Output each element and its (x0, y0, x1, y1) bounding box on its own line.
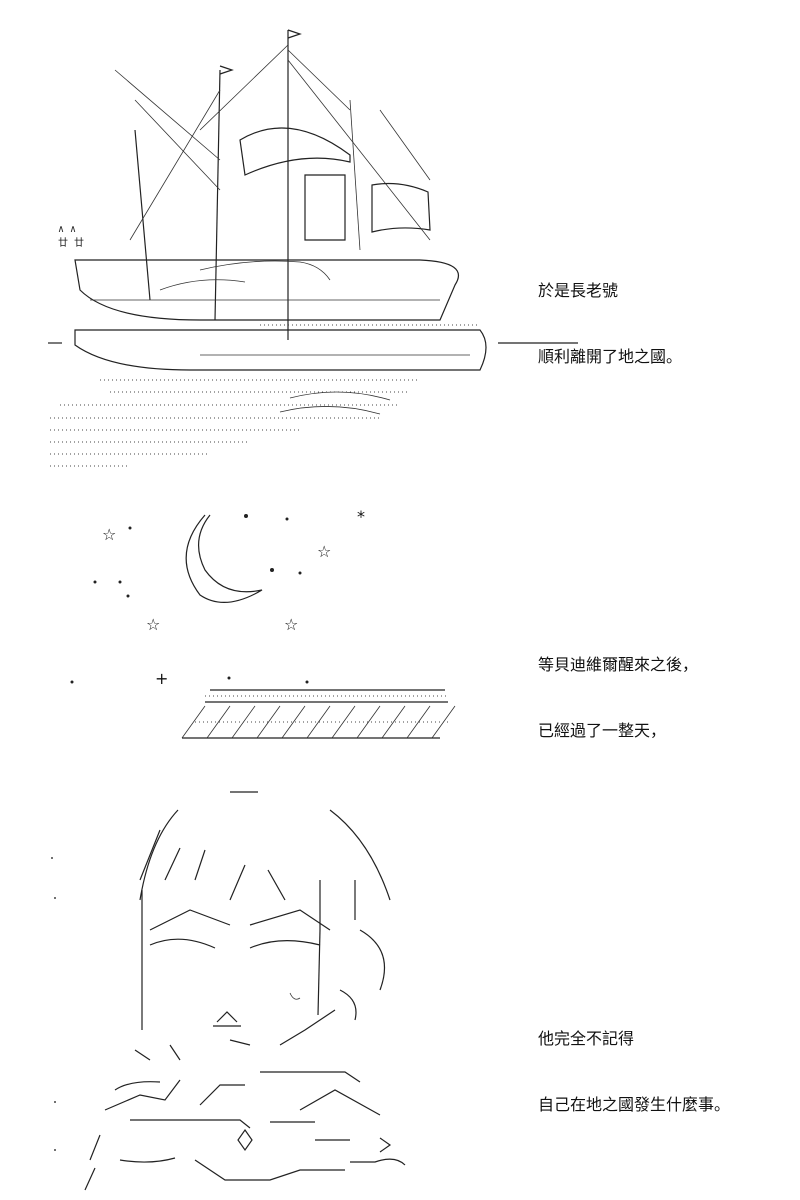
caption-line: 順利離開了地之國。 (538, 347, 683, 366)
aft-sail (371, 182, 431, 233)
plus-icon: + (155, 669, 168, 688)
mid-sail (304, 174, 346, 241)
sparkle-icon: * (357, 507, 365, 526)
star-icon: ☆ (102, 525, 116, 544)
caption-line: 已經過了一整天， (538, 721, 667, 740)
caption-scene-2: 等貝迪維爾醒來之後， 已經過了一整天， (538, 610, 698, 764)
nose (289, 992, 301, 1000)
main-flag (287, 29, 302, 39)
fore-mast (214, 69, 221, 321)
scarf-line (130, 1119, 251, 1129)
mouth (213, 1011, 241, 1027)
sailing-ship-illustration: ∧ ∧ 廿 廿 (48, 29, 578, 467)
collar (260, 1071, 361, 1083)
closed-eyes (149, 938, 321, 949)
caption-scene-1: 於是長老號 順利離開了地之國。 (538, 236, 682, 390)
bow-mast (134, 129, 151, 301)
caption-scene-3: 他完全不記得 自己在地之國發生什麼事。 (538, 984, 730, 1138)
caption-line: 他完全不記得 (538, 1029, 635, 1048)
night-sky-illustration: ☆ ☆ ☆ ☆ * + (70, 507, 456, 739)
star-icon: ☆ (284, 615, 298, 634)
ship-hull (74, 259, 460, 321)
top-sail (239, 127, 351, 176)
character-portrait (51, 791, 406, 1191)
caption-line: 於是長老號 (538, 281, 619, 300)
crescent-moon (185, 514, 263, 604)
ship-lower-hull (74, 329, 487, 371)
fore-flag (219, 65, 234, 75)
svg-text:廿 廿: 廿 廿 (58, 237, 84, 249)
caption-line: 自己在地之國發生什麼事。 (538, 1095, 731, 1114)
svg-text:∧ ∧: ∧ ∧ (58, 224, 76, 235)
striped-roof (181, 689, 456, 739)
star-icon: ☆ (317, 542, 331, 561)
eyebrows (149, 909, 331, 931)
diamond-pin (237, 1128, 253, 1152)
caption-line: 等貝迪維爾醒來之後， (538, 655, 699, 674)
star-icon: ☆ (146, 615, 160, 634)
